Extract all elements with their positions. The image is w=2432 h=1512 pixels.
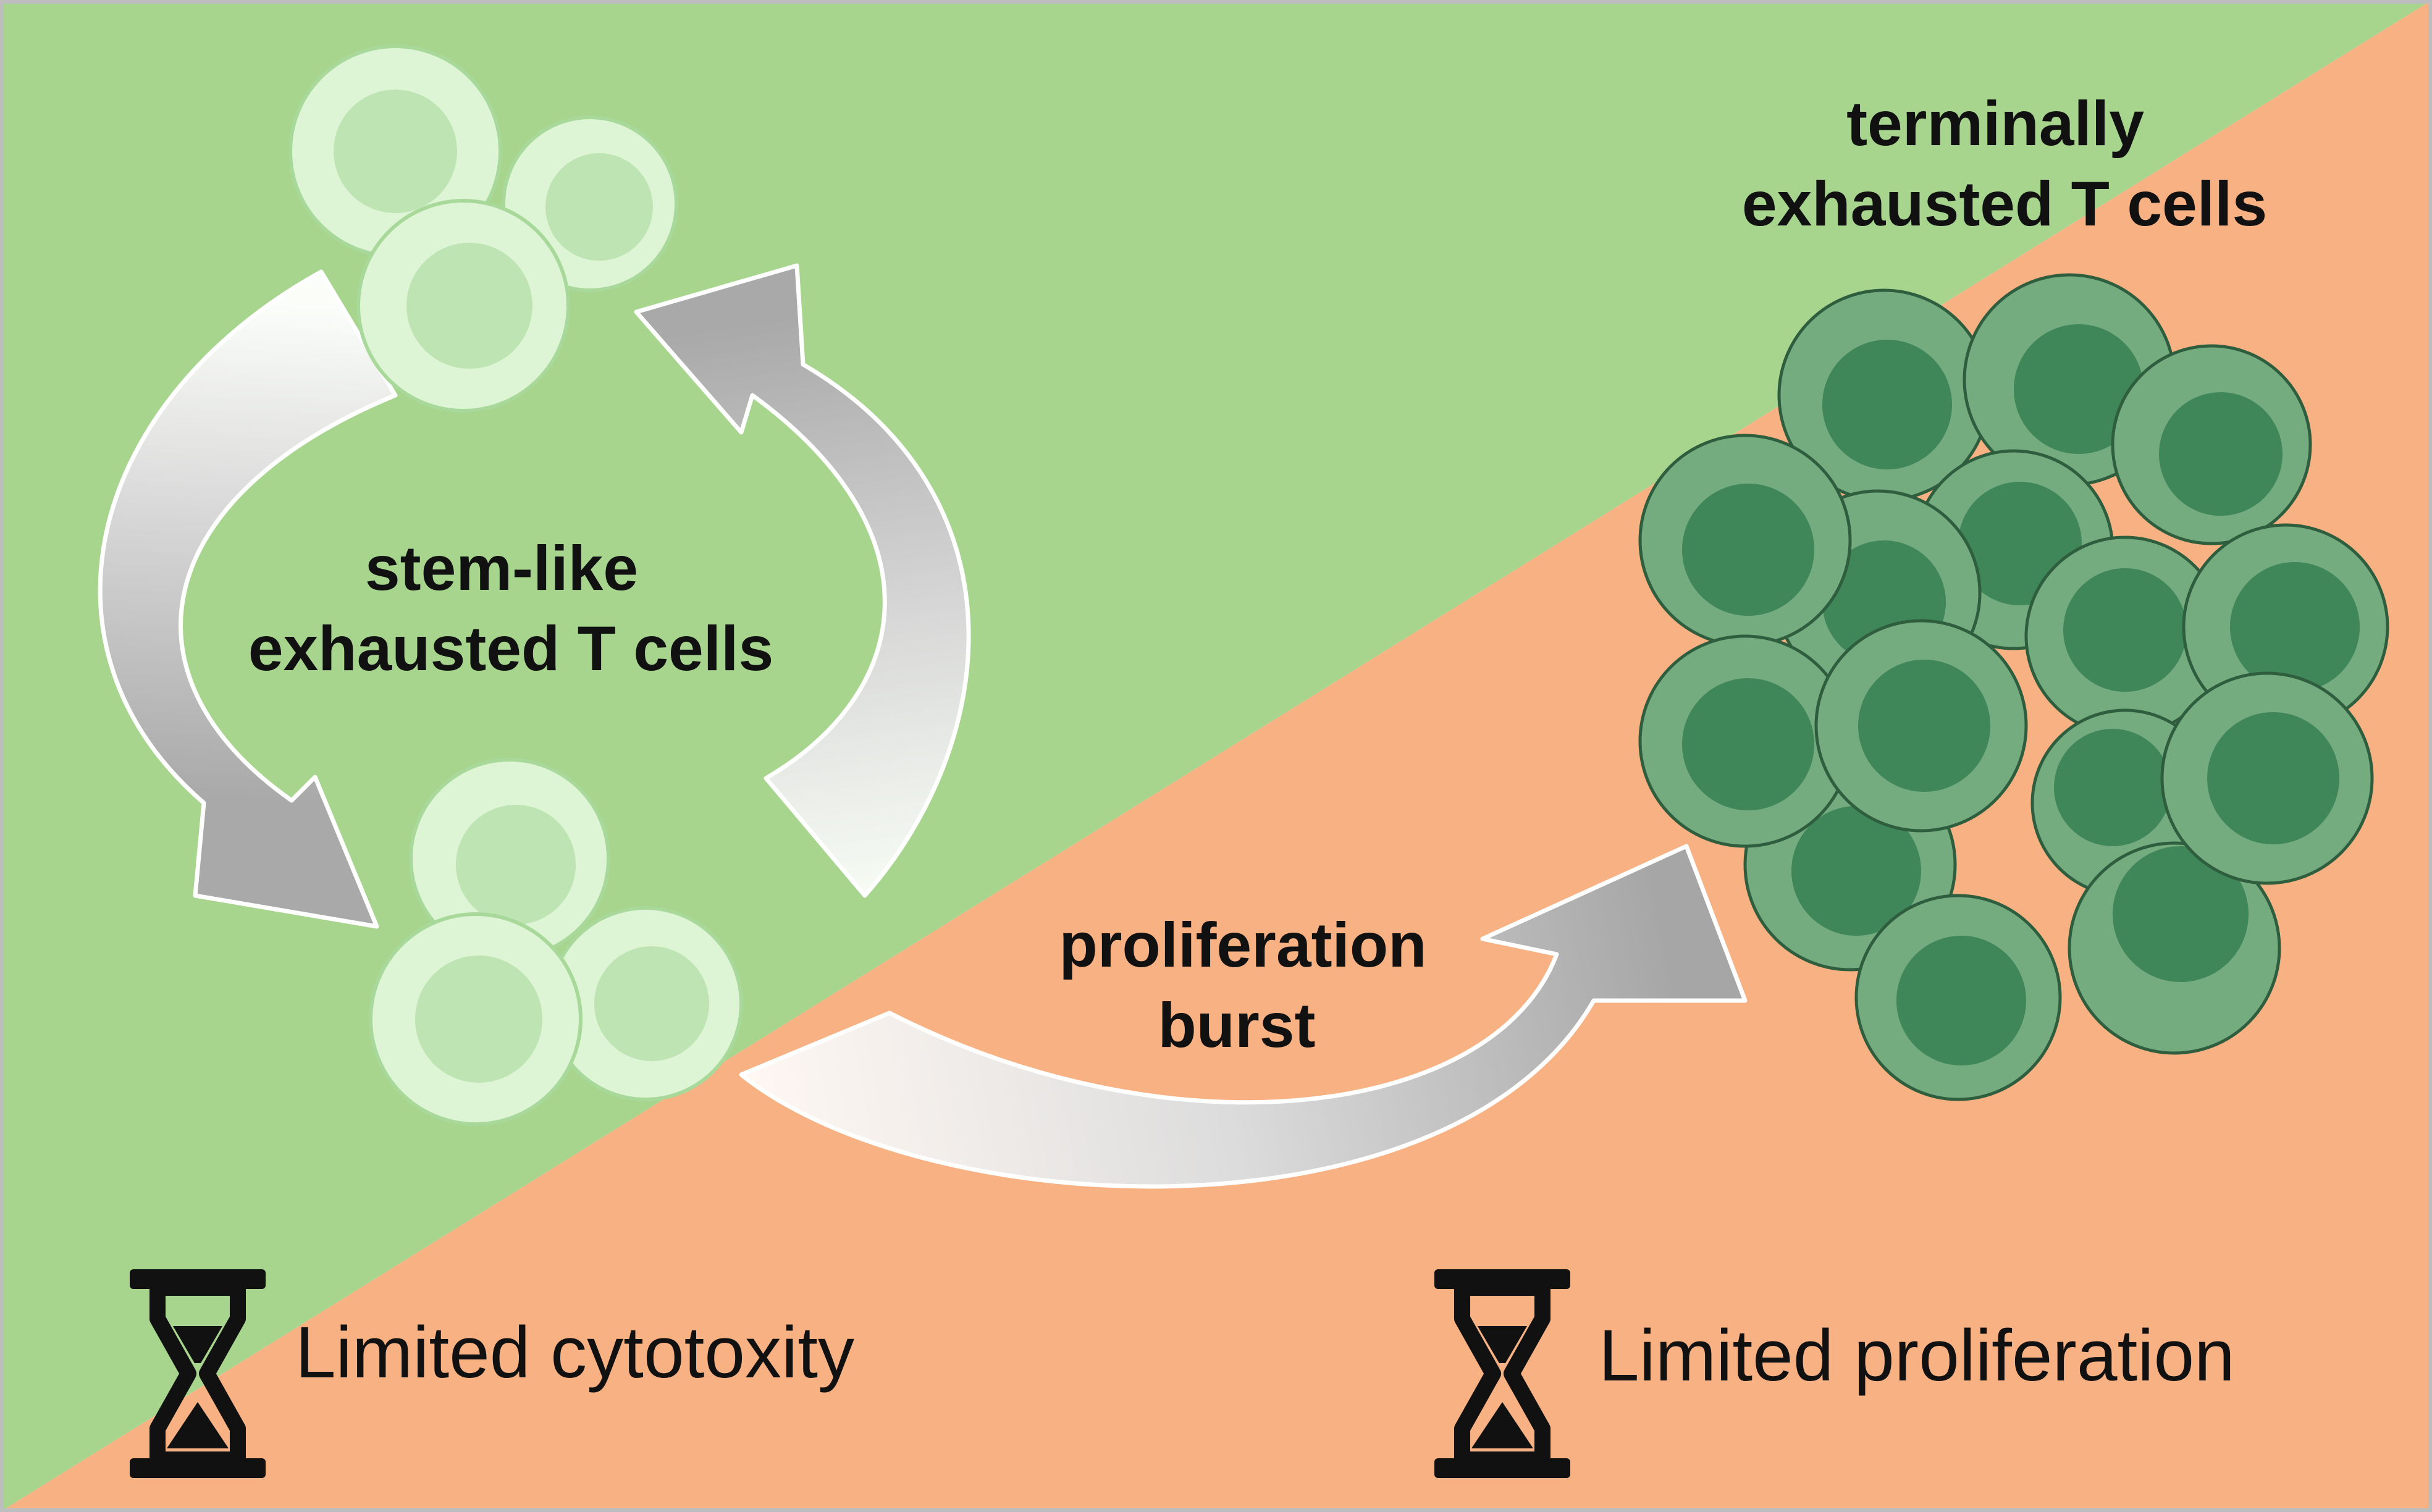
terminal-cell	[2024, 536, 2226, 737]
terminal-cell	[1638, 634, 1852, 848]
cycle-arrows-icon	[98, 263, 971, 929]
terminal-exhausted-cell-cluster	[1638, 273, 2389, 1101]
limited-proliferation-label: Limited proliferation	[1599, 1315, 2235, 1396]
terminal-cell	[2068, 841, 2281, 1055]
stem-like-cell-cluster-top	[288, 44, 678, 413]
burst-label-line2: burst	[1158, 990, 1316, 1060]
cycle-arrow-up	[634, 263, 971, 898]
stem-cell	[369, 912, 583, 1126]
stem-cell	[356, 199, 570, 413]
stem-like-cell-cluster-bottom	[369, 758, 743, 1126]
cycle-arrow-down	[98, 269, 398, 929]
terminal-label-line1: terminally	[1846, 88, 2144, 159]
terminal-cell	[2111, 344, 2312, 545]
terminal-cell	[2160, 671, 2374, 885]
terminal-label-line2: exhausted T cells	[1742, 169, 2267, 239]
hourglass-icon	[130, 1269, 266, 1478]
terminal-cell	[1854, 894, 2062, 1101]
stem-cell	[548, 906, 743, 1101]
burst-label-line1: proliferation	[1059, 910, 1426, 980]
terminal-cell	[1814, 619, 2028, 833]
stem-like-label-line2: exhausted T cells	[248, 613, 773, 684]
stem-like-label-line1: stem-like	[365, 533, 638, 603]
limited-cytotoxicity-label: Limited cytotoxity	[295, 1312, 854, 1393]
burst-arrow-icon	[739, 844, 1748, 1189]
stem-cell	[409, 758, 610, 959]
hourglass-icon	[1434, 1269, 1570, 1478]
terminal-cell	[1638, 434, 1852, 647]
